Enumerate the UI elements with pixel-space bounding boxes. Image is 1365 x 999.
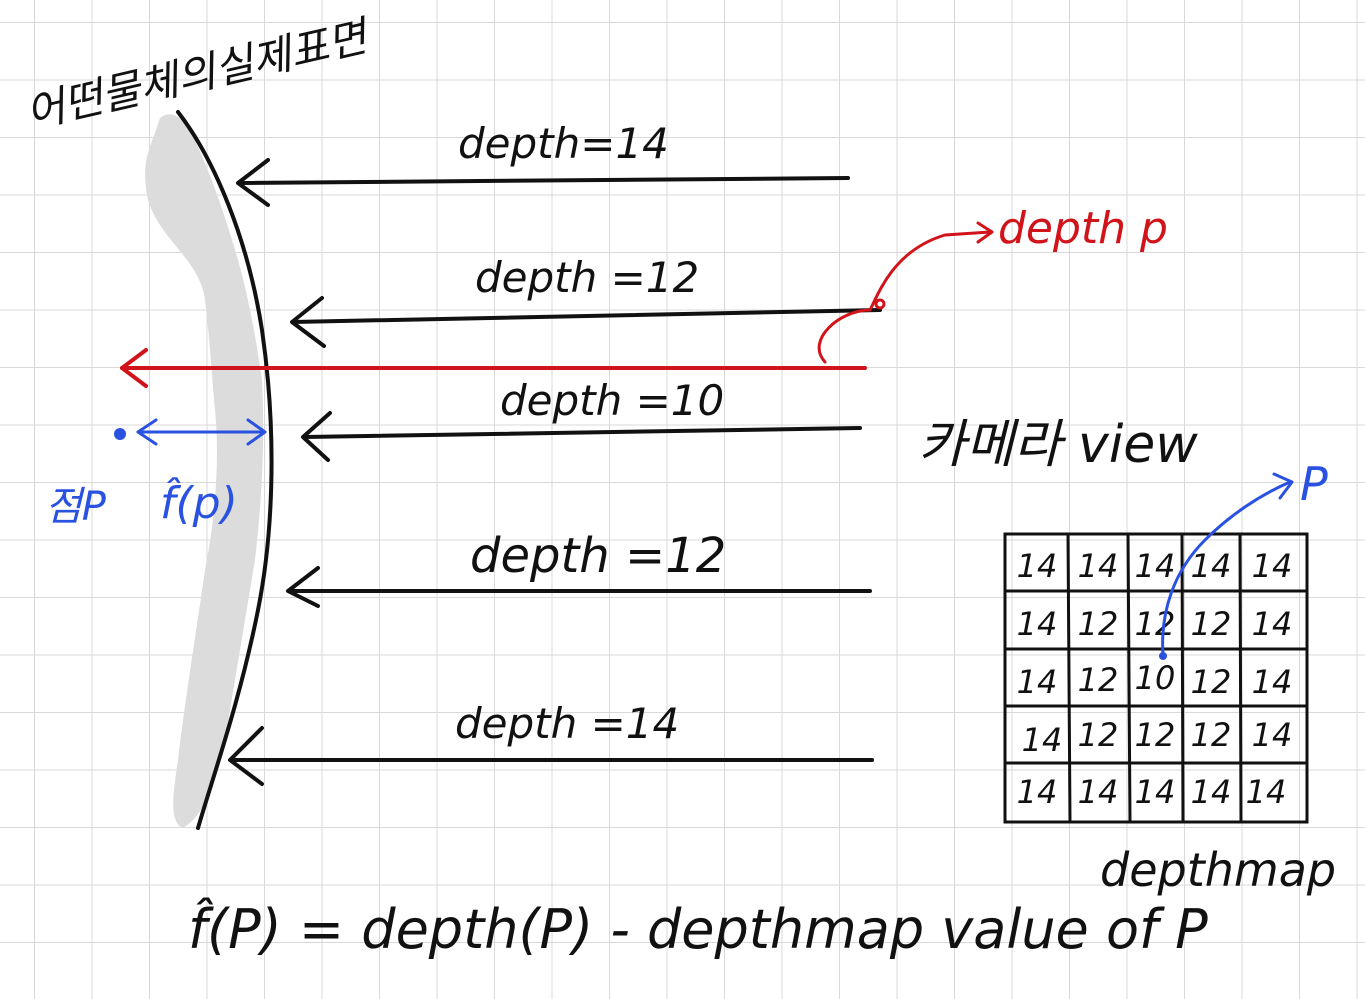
- grid-pointer: P: [1159, 457, 1328, 660]
- ray-3-label: depth =10: [500, 376, 724, 425]
- point-p-label: 점P: [45, 484, 107, 530]
- depth-map-cell: 14: [1252, 547, 1293, 585]
- depth-map-cell: 14: [1252, 605, 1293, 643]
- depth-map-cell: 14: [1252, 663, 1293, 701]
- surface-curve: [176, 110, 274, 830]
- ray-3: depth =10: [301, 376, 862, 462]
- depth-map-row-4: 14 14 14 14 14: [1017, 773, 1287, 811]
- ray-4: depth =12: [286, 528, 872, 608]
- object-shading: [145, 114, 264, 829]
- ray-1-label: depth=14: [458, 119, 669, 168]
- ray-2-label: depth =12: [475, 253, 699, 302]
- distance-label: f̂(p): [160, 476, 238, 529]
- surface-label: 어떤물체의실제표면: [21, 11, 375, 138]
- depth-map-cell: 12: [1191, 605, 1232, 643]
- depth-map-title: depthmap: [1100, 843, 1336, 897]
- depth-map-cell: 14: [1017, 663, 1058, 701]
- depth-map-grid: 14 14 14 14 14 14 12 12 12 14 14 12 10 1…: [1003, 532, 1309, 824]
- depth-map-cell: 10: [1135, 659, 1176, 697]
- depth-map-cell: 14: [1078, 773, 1119, 811]
- depth-map-row-2: 14 12 10 12 14: [1017, 659, 1293, 701]
- red-label: depth p: [998, 203, 1168, 254]
- depth-map-cell: 14: [1191, 547, 1232, 585]
- red-ray: depth p: [120, 203, 1168, 388]
- depth-map-cell: 14: [1191, 773, 1232, 811]
- grid-pointer-label: P: [1300, 457, 1328, 511]
- ray-5: depth =14: [228, 699, 874, 786]
- depth-map-cell: 14: [1135, 773, 1176, 811]
- depth-map-cell: 14: [1135, 547, 1176, 585]
- depth-map-cell: 14: [1017, 605, 1058, 643]
- depth-map-cell: 14: [1246, 773, 1287, 811]
- depth-map-cell: 12: [1191, 663, 1232, 701]
- depth-map-cell: 12: [1078, 661, 1119, 699]
- ray-2: depth =12: [290, 253, 882, 348]
- depth-map-cell: 14: [1022, 721, 1063, 759]
- depth-map-cell: 14: [1017, 773, 1058, 811]
- depth-map-cell: 12: [1191, 716, 1232, 754]
- depth-map-cell: 14: [1078, 547, 1119, 585]
- depth-map-cell: 14: [1017, 547, 1058, 585]
- depth-map-row-1: 14 12 12 12 14: [1017, 605, 1293, 643]
- depth-map-cell: 12: [1135, 716, 1176, 754]
- depth-map-cell: 12: [1135, 605, 1176, 643]
- ray-1: depth=14: [236, 119, 850, 207]
- depth-map-cell: 12: [1078, 716, 1119, 754]
- depth-map-cell: 14: [1252, 716, 1293, 754]
- point-p: 점P f̂(p): [45, 418, 267, 530]
- ray-4-label: depth =12: [470, 528, 726, 584]
- camera-label: 카메라 view: [918, 415, 1198, 475]
- depth-map-cell: 12: [1078, 605, 1119, 643]
- depth-map-row-0: 14 14 14 14 14: [1017, 547, 1293, 585]
- ray-5-label: depth =14: [455, 699, 679, 748]
- depth-map-row-3: 14 12 12 12 14: [1022, 716, 1293, 759]
- formula: f̂(P) = depth(P) - depthmap value of P: [188, 898, 1208, 961]
